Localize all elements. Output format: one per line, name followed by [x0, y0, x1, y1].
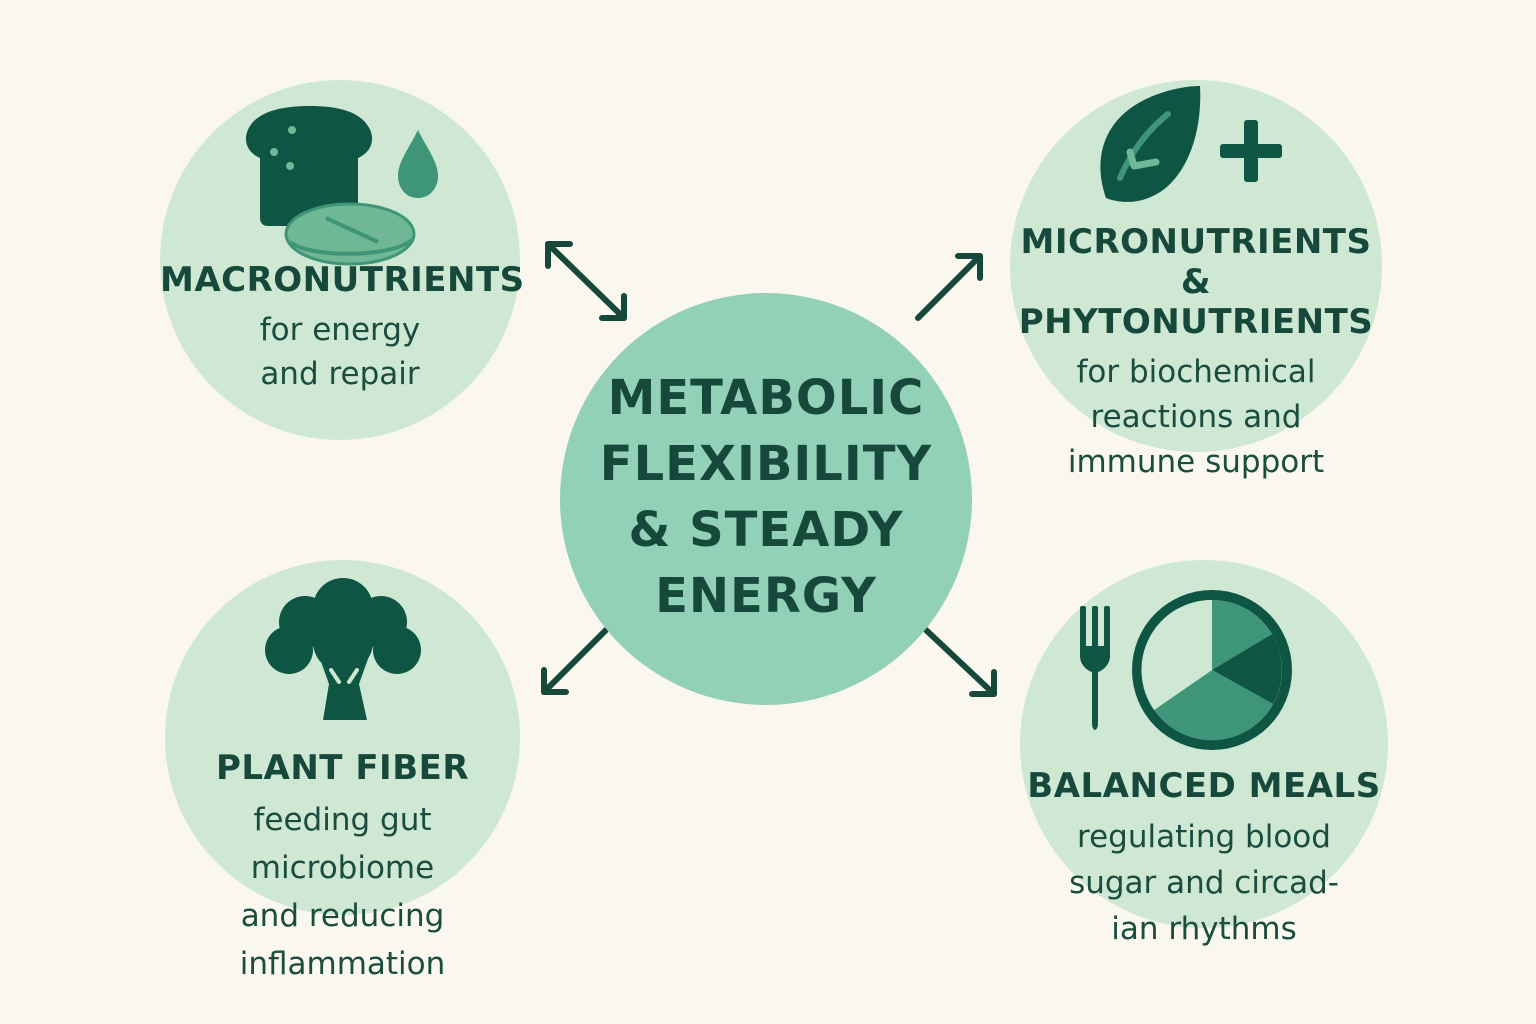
- arrow-center-to-plant-fiber: [541, 627, 609, 695]
- pill-icon: [284, 202, 416, 266]
- micronutrients-description: for biochemical reactions and immune sup…: [1067, 354, 1325, 480]
- macronutrients-title: MACRONUTRIENTS: [160, 260, 525, 300]
- broccoli-icon: [265, 578, 421, 720]
- center-node: METABOLIC FLEXIBILITY & STEADY ENERGY: [560, 293, 972, 705]
- node-macronutrients: MACRONUTRIENTS for energy and repair: [160, 80, 525, 440]
- node-micronutrients: MICRONUTRIENTS & PHYTONUTRIENTS for bioc…: [1010, 80, 1382, 480]
- plus-icon: [1220, 120, 1282, 182]
- plant-fiber-text: PLANT FIBER feeding gut microbiome and r…: [165, 748, 520, 988]
- center-title: METABOLIC FLEXIBILITY & STEADY ENERGY: [599, 370, 933, 624]
- plant-fiber-title: PLANT FIBER: [215, 748, 470, 788]
- micronutrients-title: MICRONUTRIENTS & PHYTONUTRIENTS: [1018, 222, 1374, 342]
- micronutrients-icons: [1100, 86, 1282, 202]
- macronutrients-icons: [245, 106, 438, 266]
- leaf-icon: [1100, 86, 1201, 202]
- arrow-center-to-micronutrients: [915, 253, 983, 321]
- water-drop-icon: [398, 130, 438, 198]
- micronutrients-text: MICRONUTRIENTS & PHYTONUTRIENTS for bioc…: [1010, 222, 1382, 485]
- macronutrients-text: MACRONUTRIENTS for energy and repair: [160, 260, 525, 396]
- macronutrients-description: for energy and repair: [259, 312, 421, 392]
- node-balanced-meals: BALANCED MEALS regulating blood sugar an…: [1020, 560, 1388, 947]
- node-plant-fiber: PLANT FIBER feeding gut microbiome and r…: [165, 560, 520, 982]
- fork-icon: [1080, 606, 1110, 730]
- plate-pie-icon: [1132, 590, 1292, 750]
- balanced-meals-text: BALANCED MEALS regulating blood sugar an…: [1020, 766, 1388, 952]
- balanced-meals-title: BALANCED MEALS: [1027, 766, 1381, 806]
- arrow-center-to-balanced-meals: [923, 627, 997, 697]
- balanced-meals-icons: [1080, 590, 1292, 750]
- plant-fiber-description: feeding gut microbiome and reducing infl…: [239, 802, 446, 982]
- plant-fiber-icons: [265, 578, 421, 720]
- balanced-meals-description: regulating blood sugar and circad- ian r…: [1069, 819, 1339, 947]
- arrow-center-to-macronutrients: [545, 241, 627, 321]
- bread-icon: [245, 106, 373, 226]
